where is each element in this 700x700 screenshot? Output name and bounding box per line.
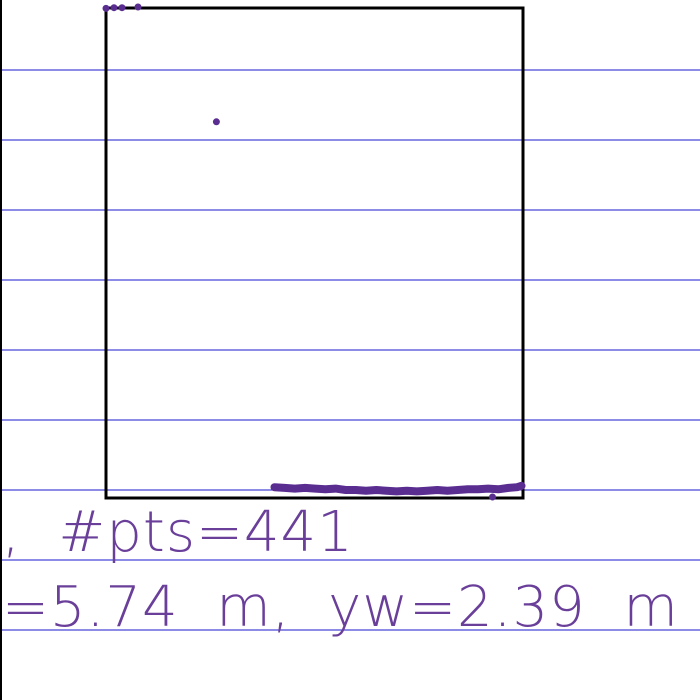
data-point [118,4,126,12]
data-point [102,4,110,12]
data-point [489,493,496,501]
data-point [393,487,401,495]
grid-lines [0,69,700,631]
caption-dimensions: =5.74 m, yw=2.39 m [2,575,679,640]
data-point [332,485,340,493]
point-cloud [102,3,526,501]
data-point [403,487,411,495]
plot-frame [104,6,525,500]
data-point [271,483,278,491]
caption-point-count: , #pts=441 [2,500,354,565]
data-point [505,484,512,492]
data-point [474,485,482,493]
data-point [484,485,492,493]
data-point [464,485,472,493]
data-point [342,486,350,494]
data-point [372,486,380,494]
data-point [352,486,360,494]
data-point [454,486,462,494]
data-point [518,482,525,490]
data-point [301,484,309,492]
data-point [433,486,441,494]
data-point [494,485,502,493]
data-point [443,487,451,495]
data-point [362,487,370,495]
data-point [281,484,289,492]
data-point [423,487,431,495]
data-point [413,487,421,495]
data-point [382,487,390,495]
data-point [134,3,142,11]
data-point [321,485,329,493]
data-point [311,485,319,493]
data-point [212,118,220,126]
data-point [110,4,118,12]
data-point [291,485,299,493]
